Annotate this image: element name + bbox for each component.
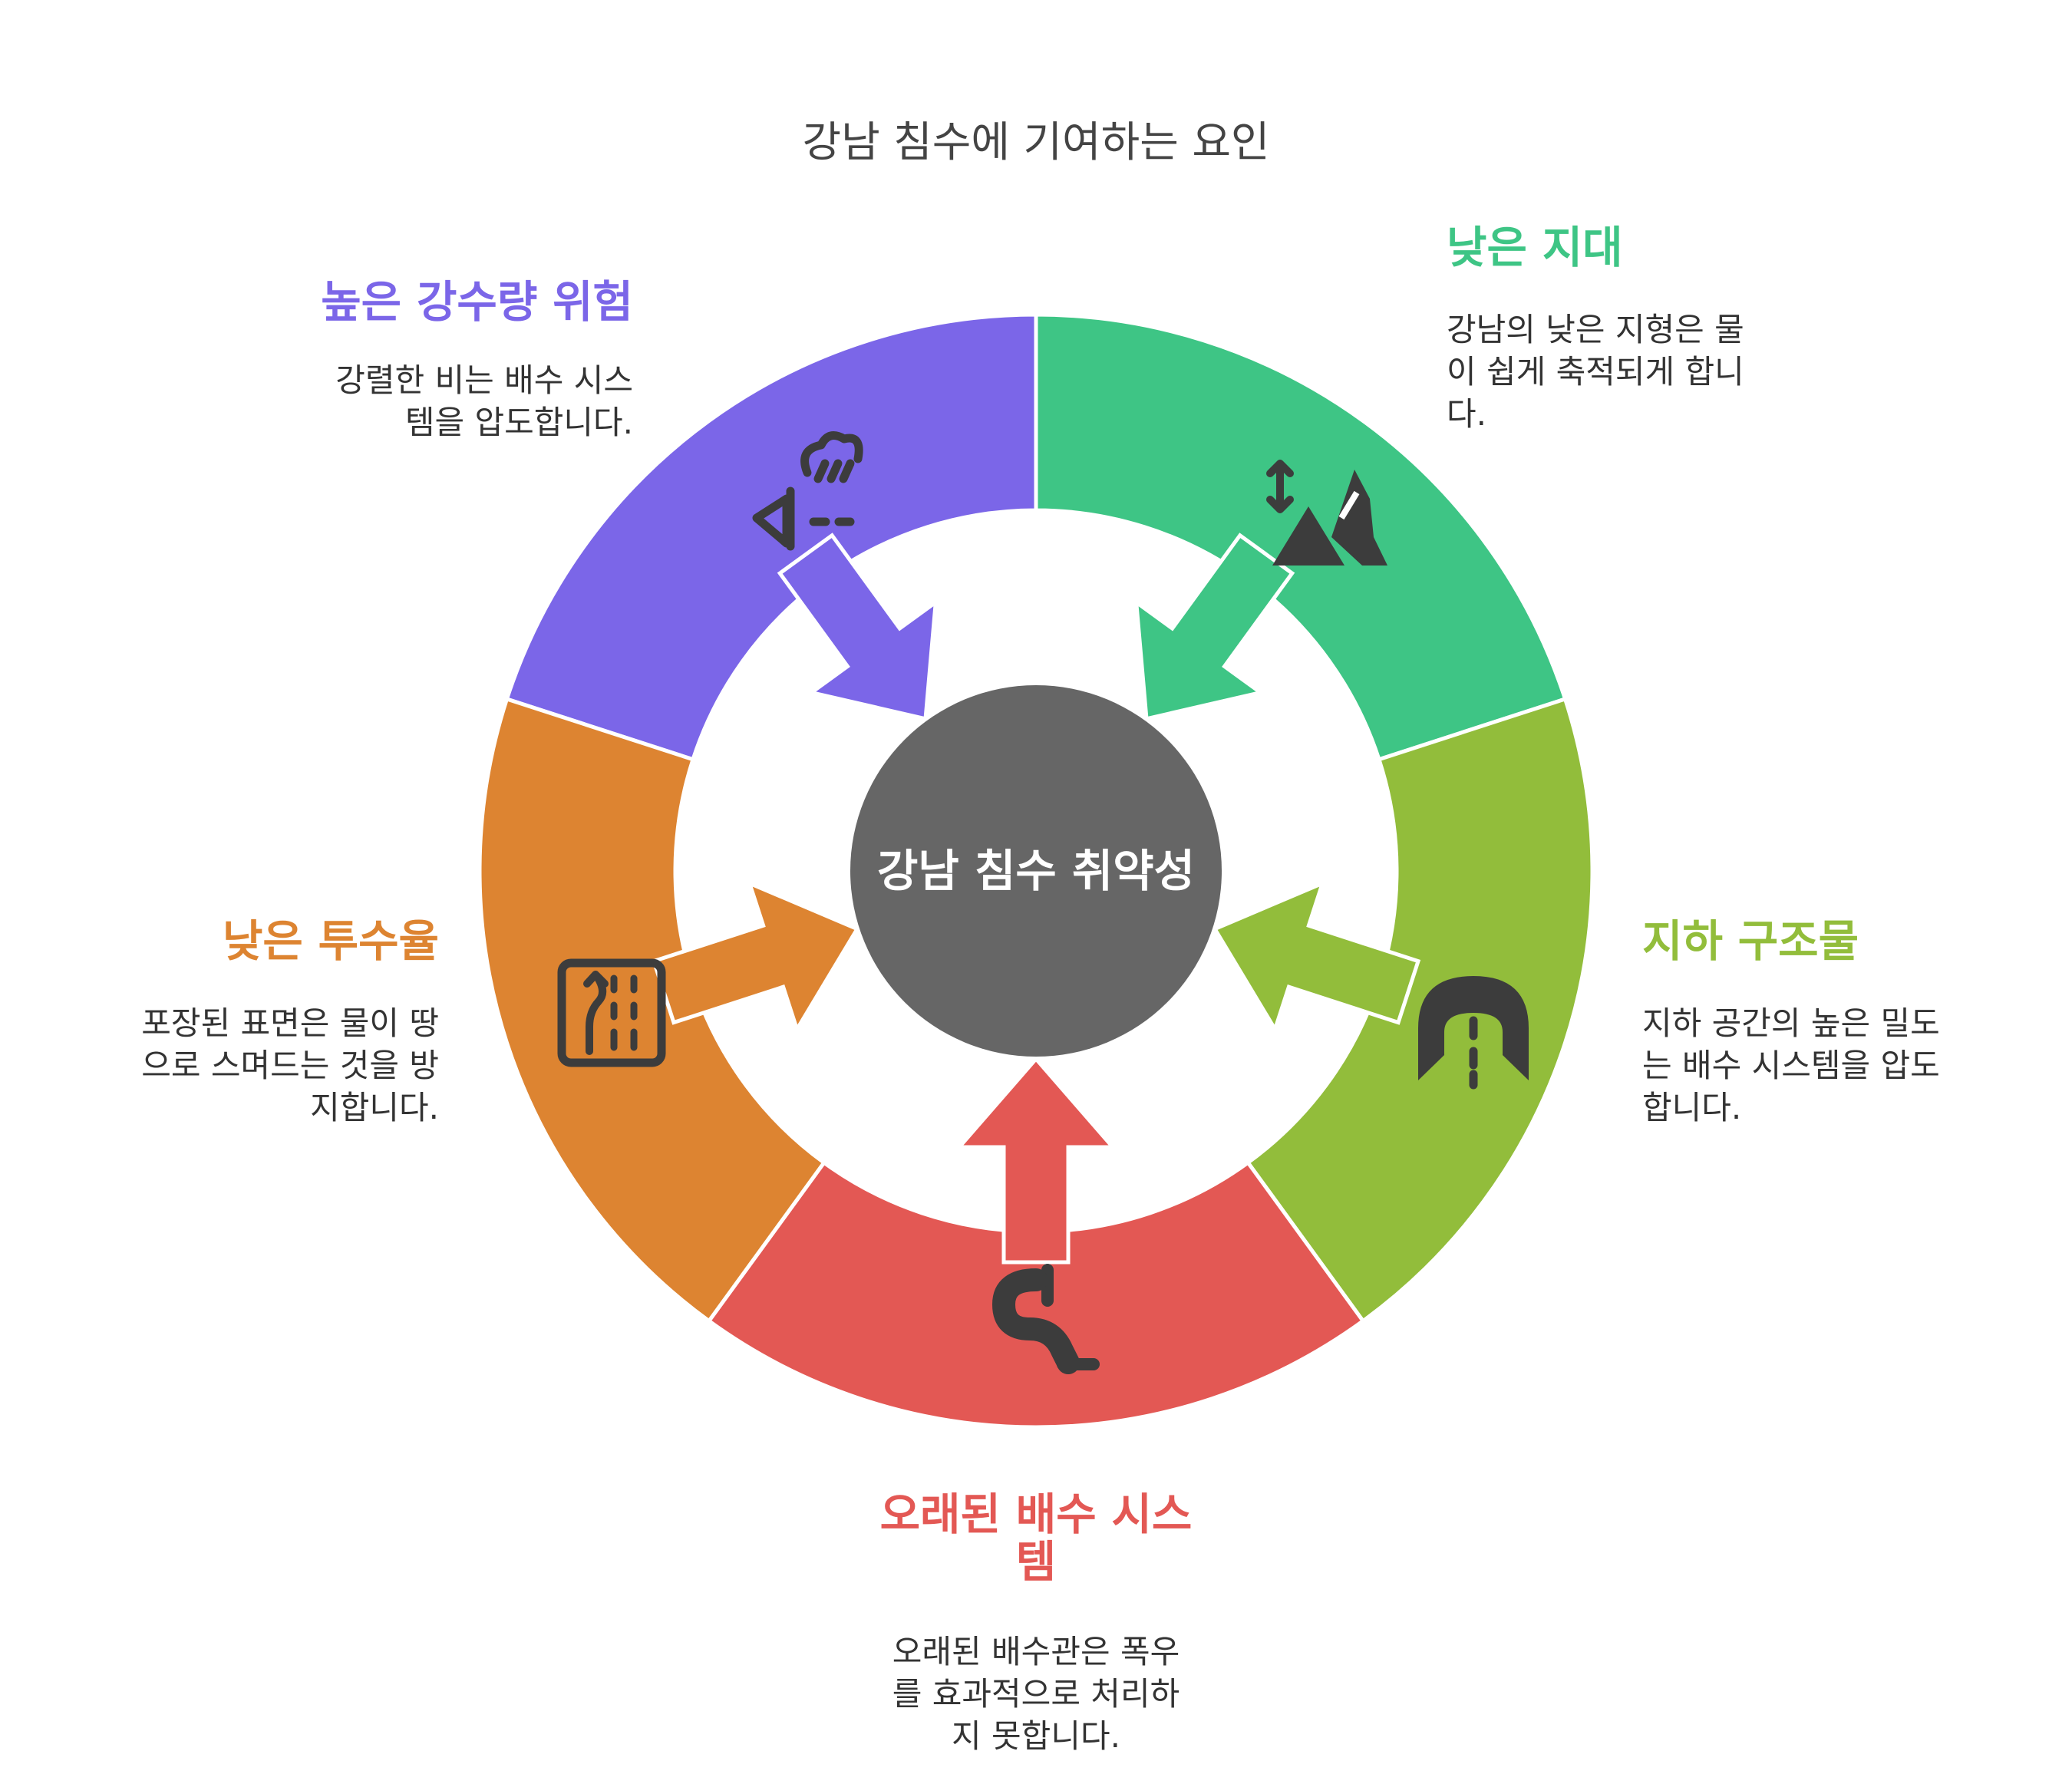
diagram-title: 강남 침수에 기여하는 요인 — [802, 117, 1270, 167]
terrain-elevation-icon — [1266, 460, 1387, 566]
ring-segment-high-rainfall — [504, 312, 1038, 762]
desc-line: 다. — [1447, 395, 1486, 433]
factor-title-underground: 지하 구조물 — [1642, 916, 1859, 967]
center-circle — [850, 685, 1222, 1057]
drain-pipe-icon — [991, 1264, 1100, 1374]
ring-segment-low-permeability — [477, 696, 827, 1324]
arrow-underground — [1212, 879, 1421, 1034]
rain-cloud-icon — [752, 431, 863, 551]
desc-line: 포장된 표면은 물이 땅 — [141, 1004, 439, 1042]
factor-desc-old-drainage: 오래된 배수관은 폭우 를 효과적으로 처리하 지 못합니다. — [806, 1631, 1266, 1757]
desc-line: 지합니다. — [310, 1089, 439, 1126]
desc-line: 지 못합니다. — [952, 1717, 1120, 1755]
factor-desc-underground: 지하 공간의 높은 밀도 는 배수 시스템을 압도 합니다. — [1642, 1002, 1940, 1129]
desc-line: 합니다. — [1642, 1089, 1742, 1126]
desc-line: 이 쉽게 축적되게 합니 — [1447, 353, 1744, 391]
factor-title-high-rainfall: 높은 강수량 위험 — [321, 277, 633, 328]
factor-desc-low-permeability: 포장된 표면은 물이 땅 으로 스며드는 것을 방 지합니다. — [141, 1002, 439, 1129]
tunnel-icon — [1418, 976, 1529, 1090]
arrow-low-lying — [1133, 533, 1295, 721]
desc-line: 으로 스며드는 것을 방 — [141, 1047, 439, 1084]
desc-line: 강렬한 비는 배수 시스 — [335, 361, 633, 399]
factor-arrows — [651, 533, 1421, 1265]
desc-line: 지하 공간의 높은 밀도 — [1642, 1004, 1940, 1042]
center-label: 강남 침수 취약성 — [877, 845, 1195, 897]
ring-segment-old-drainage — [706, 1159, 1366, 1430]
factor-desc-high-rainfall: 강렬한 비는 배수 시스 템을 압도합니다. — [335, 359, 633, 444]
road-lanes-icon — [557, 958, 666, 1067]
arrow-old-drainage — [955, 1056, 1117, 1265]
desc-line: 강남의 낮은 지형은 물 — [1447, 311, 1744, 348]
title-line: 오래된 배수 시스 — [879, 1489, 1193, 1540]
title-line: 템 — [1015, 1537, 1057, 1588]
ring-segment-underground — [1245, 696, 1595, 1324]
desc-line: 는 배수 시스템을 압도 — [1642, 1047, 1940, 1084]
arrow-low-permeability — [651, 879, 860, 1034]
factor-title-old-drainage: 오래된 배수 시스 템 — [806, 1491, 1266, 1586]
desc-line: 를 효과적으로 처리하 — [892, 1675, 1180, 1713]
factor-desc-low-lying: 강남의 낮은 지형은 물 이 쉽게 축적되게 합니 다. — [1447, 308, 1744, 435]
desc-line: 템을 압도합니다. — [404, 404, 633, 441]
desc-line: 오래된 배수관은 폭우 — [892, 1633, 1180, 1670]
arrow-high-rainfall — [777, 533, 939, 721]
factor-title-low-lying: 낮은 지대 — [1447, 223, 1623, 273]
factor-title-low-permeability: 낮은 투수율 — [222, 916, 439, 967]
